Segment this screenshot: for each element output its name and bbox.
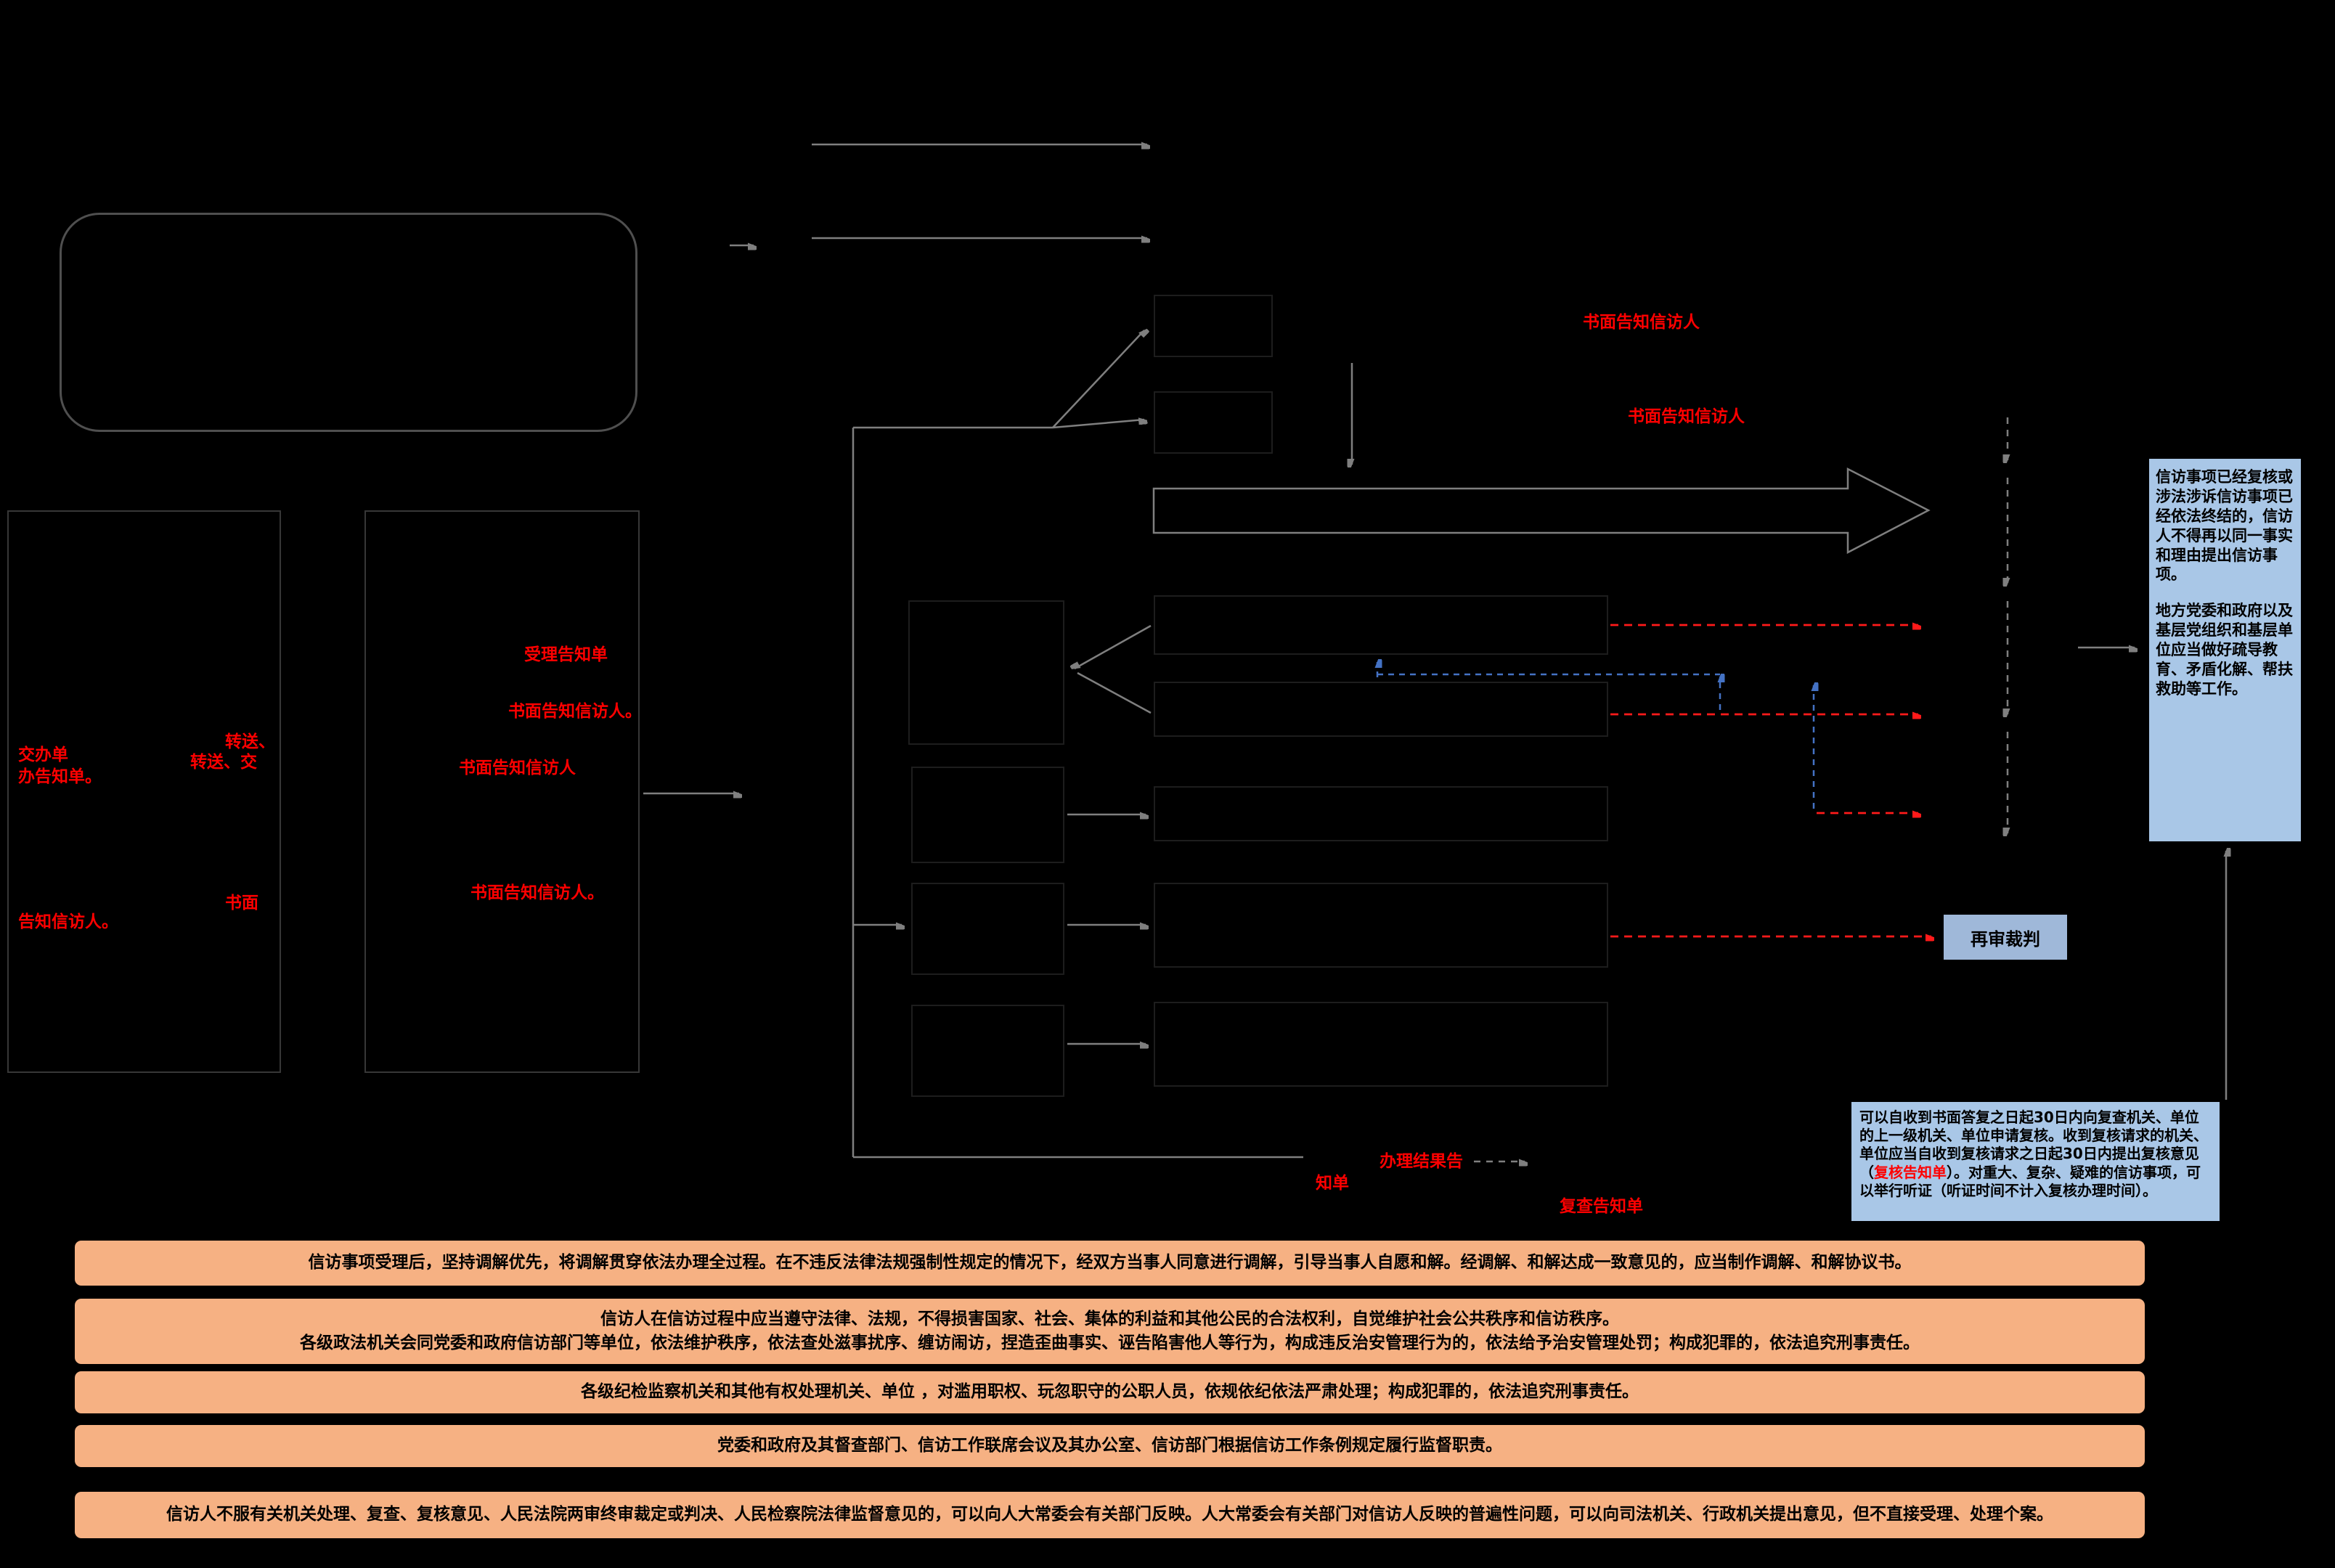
rule-banner-supervision-text: 党委和政府及其督查部门、信访工作联席会议及其办公室、信访部门根据信访工作条例规定… [717, 1436, 1502, 1455]
retrial-judgement-box: 再审裁判 [1944, 915, 2067, 960]
label-written: 书面 [225, 894, 258, 912]
label-forward-2: 转送、交 [190, 753, 257, 772]
rule-banner-mediation-text: 信访事项受理后，坚持调解优先，将调解贯穿依法办理全过程。在不违反法律法规强制性规… [308, 1253, 1912, 1273]
rule-banner-discipline-text: 各级纪检监察机关和其他有权处理机关、单位 ，对滥用职权、玩忽职守的公职人员，依规… [580, 1382, 1639, 1402]
rule-banner-npc-text: 信访人不服有关机关处理、复查、复核意见、人民法院两审终审裁定或判决、人民检察院法… [166, 1505, 2053, 1524]
left-stage-panel-2 [364, 510, 640, 1073]
rule-banner-supervision: 党委和政府及其督查部门、信访工作联席会议及其办公室、信访部门根据信访工作条例规定… [75, 1425, 2145, 1467]
final-review-note-para2: 地方党委和政府以及基层党组织和基层单位应当做好疏导教育、矛盾化解、帮扶救助等工作… [2156, 602, 2293, 698]
process-box-right-2 [1154, 682, 1608, 737]
label-written-notify-top-2: 书面告知信访人 [1628, 407, 1745, 426]
label-transfer-slip: 交办单 [18, 746, 68, 764]
label-written-notify-2: 书面告知信访人 [459, 759, 576, 777]
recheck-note-part2: ）。对重大、复杂、疑难的信访事项，可以举行听证（听证时间不计入复核办理时间）。 [1859, 1163, 2201, 1199]
label-notify-petitioner: 告知信访人。 [18, 912, 118, 931]
red-dashed-arrows [1610, 625, 1931, 936]
label-result-notice-1: 办理结果告 [1380, 1152, 1463, 1171]
rule-banner-order-line2: 各级政法机关会同党委和政府信访部门等单位，依法维护秩序，依法查处滋事扰序、缠访闹… [300, 1334, 1920, 1352]
process-box-right-3 [1154, 786, 1608, 841]
label-acceptance-notice: 受理告知单 [524, 645, 608, 664]
process-box-left-1 [908, 600, 1064, 745]
final-review-note-para1: 信访事项已经复核或涉法涉诉信访事项已经依法终结的，信访人不得再以同一事实和理由提… [2156, 468, 2293, 584]
rule-banner-order-line1: 信访人在信访过程中应当遵守法律、法规，不得损害国家、社会、集体的利益和其他公民的… [600, 1309, 1619, 1328]
process-box-top-1 [1154, 295, 1273, 357]
process-box-left-4 [911, 1005, 1064, 1097]
flow-arrows [643, 144, 2226, 1159]
rule-banner-npc: 信访人不服有关机关处理、复查、复核意见、人民法院两审终审裁定或判决、人民检察院法… [75, 1492, 2145, 1538]
label-result-notice-2: 知单 [1316, 1174, 1349, 1193]
label-handle-notice-slip: 办告知单。 [18, 767, 102, 786]
big-flow-arrow [1152, 467, 1931, 555]
rule-banner-discipline: 各级纪检监察机关和其他有权处理机关、单位 ，对滥用职权、玩忽职守的公职人员，依规… [75, 1371, 2145, 1413]
process-box-left-2 [911, 767, 1064, 863]
label-written-notify-3: 书面告知信访人。 [470, 883, 604, 902]
final-review-note-panel: 信访事项已经复核或涉法涉诉信访事项已经依法终结的，信访人不得再以同一事实和理由提… [2149, 459, 2301, 841]
recheck-note-part1: 可以自收到书面答复之日起30日内向复查机关、单位的上一级机关、单位申请复核。收到… [1859, 1108, 2208, 1181]
label-written-notify-top-1: 书面告知信访人 [1583, 313, 1700, 332]
rule-banner-mediation: 信访事项受理后，坚持调解优先，将调解贯穿依法办理全过程。在不违反法律法规强制性规… [75, 1241, 2145, 1286]
gray-dashed-arrows [1474, 417, 2008, 1161]
label-forward-1: 转送、 [225, 732, 275, 751]
label-recheck-notice: 复查告知单 [1560, 1197, 1643, 1216]
left-stage-panel-1 [7, 510, 281, 1073]
process-box-left-3 [911, 883, 1064, 975]
legend-note-box [60, 213, 637, 432]
recheck-note-highlight: 复核告知单 [1874, 1163, 1947, 1181]
process-box-top-2 [1154, 391, 1273, 454]
rule-banner-order: 信访人在信访过程中应当遵守法律、法规，不得损害国家、社会、集体的利益和其他公民的… [75, 1299, 2145, 1364]
process-box-right-5 [1154, 1002, 1608, 1087]
recheck-procedure-note-panel: 可以自收到书面答复之日起30日内向复查机关、单位的上一级机关、单位申请复核。收到… [1851, 1102, 2220, 1221]
label-written-notify-1: 书面告知信访人。 [508, 702, 642, 721]
process-box-right-1 [1154, 595, 1608, 655]
process-box-right-4 [1154, 883, 1608, 968]
